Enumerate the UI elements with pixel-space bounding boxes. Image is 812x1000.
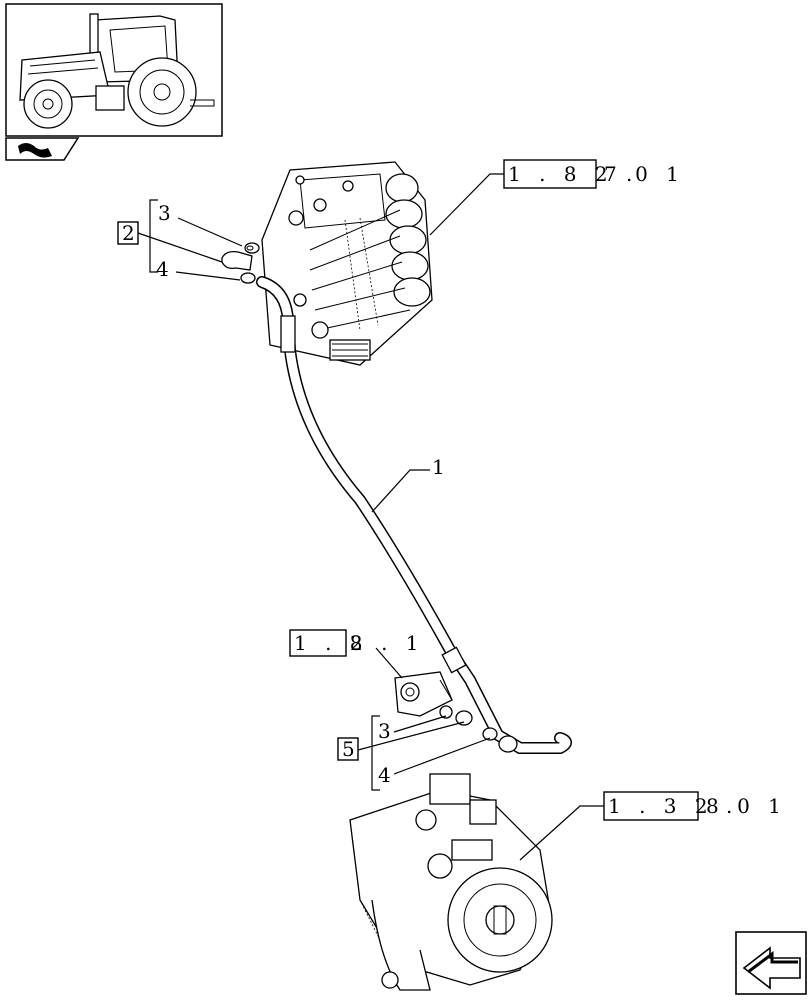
reference-pump[interactable]: 1 . 3 2 . 8 0 1 <box>603 791 787 821</box>
callout-item-upper-4: 4 <box>156 257 169 281</box>
reference-fitting[interactable]: 1 . 8 2 . 1 <box>289 629 425 657</box>
reference-suffix-text: 2 . 1 <box>350 631 425 655</box>
reference-control-valve[interactable]: 1 . 8 2 . 7 0 1 <box>503 159 685 189</box>
callout-item-lower-4: 4 <box>378 763 391 787</box>
upper-elbow-fitting <box>221 242 260 284</box>
callout-pipe: 1 <box>432 455 445 479</box>
hydraulics-section-icon <box>5 137 80 161</box>
callout-group-lower: 5 3 4 <box>337 715 391 791</box>
callout-group-upper: 2 3 4 <box>117 199 171 281</box>
next-page-arrow-icon[interactable] <box>735 931 807 995</box>
reference-boxed-text: 1 . 3 2 . <box>608 794 738 818</box>
callout-box-upper: 2 <box>122 221 135 245</box>
lower-fitting-block <box>394 671 498 741</box>
hydraulic-pump <box>349 773 553 991</box>
hydraulic-pipe <box>256 276 572 754</box>
reference-suffix-text: 8 0 1 <box>706 794 787 818</box>
callout-box-lower: 5 <box>342 737 355 761</box>
reference-boxed-text: 1 . 8 <box>294 631 369 655</box>
callout-item-upper-3: 3 <box>158 201 171 225</box>
reference-boxed-text: 1 . 8 2 . <box>508 162 638 186</box>
tractor-thumbnail-icon[interactable] <box>5 3 223 137</box>
reference-suffix-text: 7 0 1 <box>604 162 685 186</box>
control-valve-block <box>261 161 433 366</box>
leader-lines <box>137 173 604 861</box>
callout-item-lower-3: 3 <box>378 719 391 743</box>
